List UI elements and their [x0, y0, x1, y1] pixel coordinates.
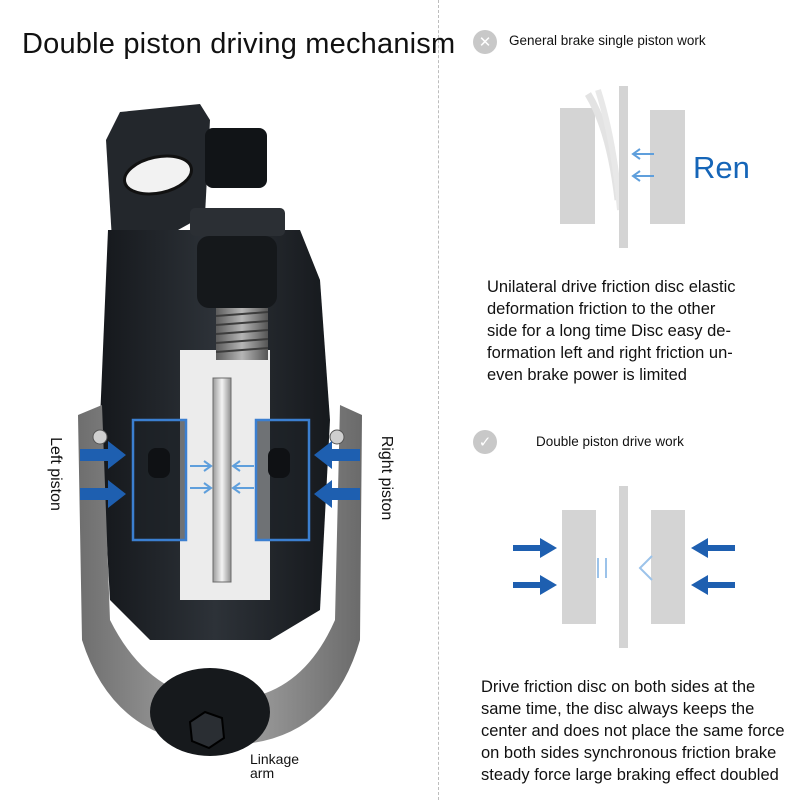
single-disc: [619, 86, 628, 248]
mounting-hole: [123, 154, 193, 196]
single-piston-diagram: [560, 86, 685, 248]
section-divider: [438, 0, 439, 800]
single-desc-line: even brake power is limited: [487, 366, 687, 384]
right-piston-box: [254, 418, 311, 542]
linkage-arm-label: Linkage arm: [250, 752, 299, 780]
single-piston-description: Unilateral drive friction disc elastic d…: [487, 276, 787, 386]
left-arrows: [80, 441, 126, 508]
right-arrows: [314, 441, 360, 508]
double-pad-left: [562, 510, 596, 624]
single-arrows: [631, 148, 654, 182]
double-small-marks: [597, 555, 653, 581]
page-title: Double piston driving mechanism: [22, 28, 456, 60]
caliper-illustration: [78, 104, 362, 756]
single-desc-line: Unilateral drive friction disc elastic: [487, 278, 736, 296]
single-piston-heading: General brake single piston work: [509, 33, 706, 48]
double-disc: [619, 486, 628, 648]
x-icon: ✕: [473, 30, 497, 54]
brake-disc: [212, 377, 232, 583]
single-pad-right: [650, 110, 685, 224]
double-piston-diagram: [513, 486, 735, 648]
banjo-fitting: [205, 128, 267, 188]
double-right-arrows: [691, 538, 735, 595]
double-desc-line: center and does not place the same force: [481, 722, 785, 740]
double-left-arrows: [513, 538, 557, 595]
double-desc-line: Drive friction disc on both sides at the: [481, 678, 756, 696]
small-arrows: [190, 460, 254, 494]
double-desc-line: on both sides synchronous friction brake: [481, 744, 777, 762]
single-pad-left: [560, 108, 595, 224]
double-desc-line: same time, the disc always keeps the: [481, 700, 755, 718]
double-piston-description: Drive friction disc on both sides at the…: [481, 676, 793, 786]
single-desc-line: side for a long time Disc easy de-: [487, 322, 731, 340]
double-piston-heading: Double piston drive work: [536, 434, 684, 449]
right-piston-label: Right piston: [378, 435, 395, 521]
double-desc-line: steady force large braking effect double…: [481, 766, 779, 784]
check-icon: ✓: [473, 430, 497, 454]
single-overlay-text: Ren: [693, 150, 750, 185]
single-desc-line: formation left and right friction un-: [487, 344, 733, 362]
double-pad-right: [651, 510, 685, 624]
linkage-nut: [150, 668, 270, 756]
linkage-label-line1: Linkage: [250, 751, 300, 767]
single-desc-line: deformation friction to the other: [487, 300, 716, 318]
left-piston-label: Left piston: [47, 437, 64, 511]
left-piston-box: [131, 418, 188, 542]
linkage-label-line2: arm: [250, 765, 275, 781]
